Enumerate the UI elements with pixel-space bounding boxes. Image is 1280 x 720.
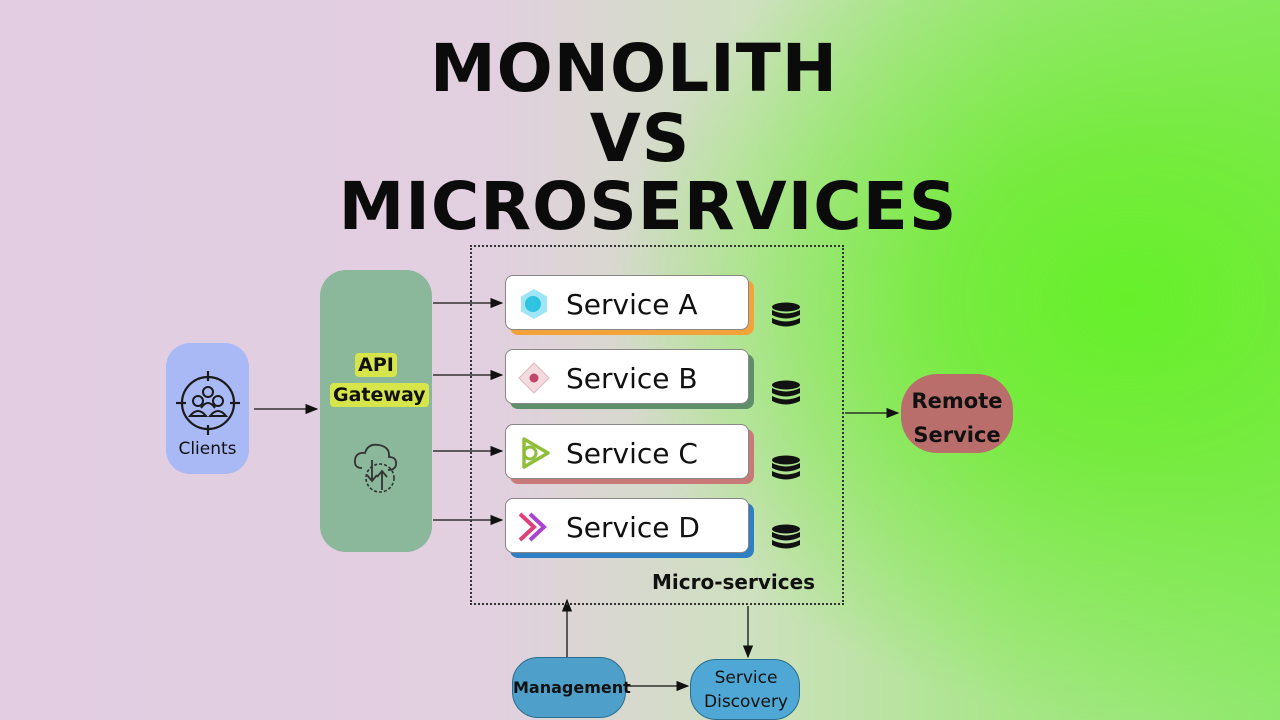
- service-b-label: Service B: [566, 362, 698, 395]
- service-c-card: Service C: [505, 424, 754, 484]
- discovery-label-line2: Discovery: [704, 692, 788, 712]
- service-discovery-label: Service Discovery: [691, 666, 801, 714]
- microservices-boundary: [470, 245, 844, 605]
- database-icon: [772, 455, 800, 480]
- discovery-label-line1: Service: [714, 668, 778, 688]
- clients-label: Clients: [178, 439, 237, 459]
- database-icon: [772, 524, 800, 549]
- management-node: Management: [512, 657, 631, 718]
- play-circle-icon: [522, 437, 550, 469]
- service-b-card: Service B: [505, 349, 754, 409]
- microservices-label: Micro-services: [652, 570, 816, 594]
- cloud-sync-icon: [353, 443, 398, 493]
- management-label: Management: [513, 678, 631, 697]
- database-icon: [772, 380, 800, 405]
- service-a-label: Service A: [566, 288, 698, 321]
- double-chevron-icon: [518, 512, 547, 542]
- users-target-icon: [176, 371, 240, 435]
- service-a-card: Service A: [505, 275, 754, 335]
- clients-node: Clients: [166, 343, 249, 474]
- api-gateway-node: API Gateway: [320, 270, 432, 552]
- service-discovery-node: Service Discovery: [690, 659, 800, 720]
- gateway-label-line2: Gateway: [330, 383, 429, 407]
- database-icon: [772, 302, 800, 327]
- service-c-label: Service C: [566, 437, 698, 470]
- title-line-1: MONOLITH: [430, 30, 838, 107]
- service-d-card: Service D: [505, 498, 754, 558]
- remote-service-node: Remote Service: [901, 374, 1013, 453]
- title-line-2: VS: [589, 100, 691, 177]
- gateway-label: API Gateway: [330, 350, 429, 410]
- remote-label-line2: Service: [913, 423, 1001, 447]
- gateway-label-line1: API: [355, 353, 397, 377]
- remote-service-label: Remote Service: [901, 384, 1013, 452]
- service-d-label: Service D: [566, 511, 700, 544]
- title-line-3: MICROSERVICES: [338, 168, 958, 245]
- hexagon-dot-icon: [521, 289, 547, 319]
- diamond-dot-icon: [518, 362, 550, 394]
- remote-label-line1: Remote: [911, 389, 1003, 413]
